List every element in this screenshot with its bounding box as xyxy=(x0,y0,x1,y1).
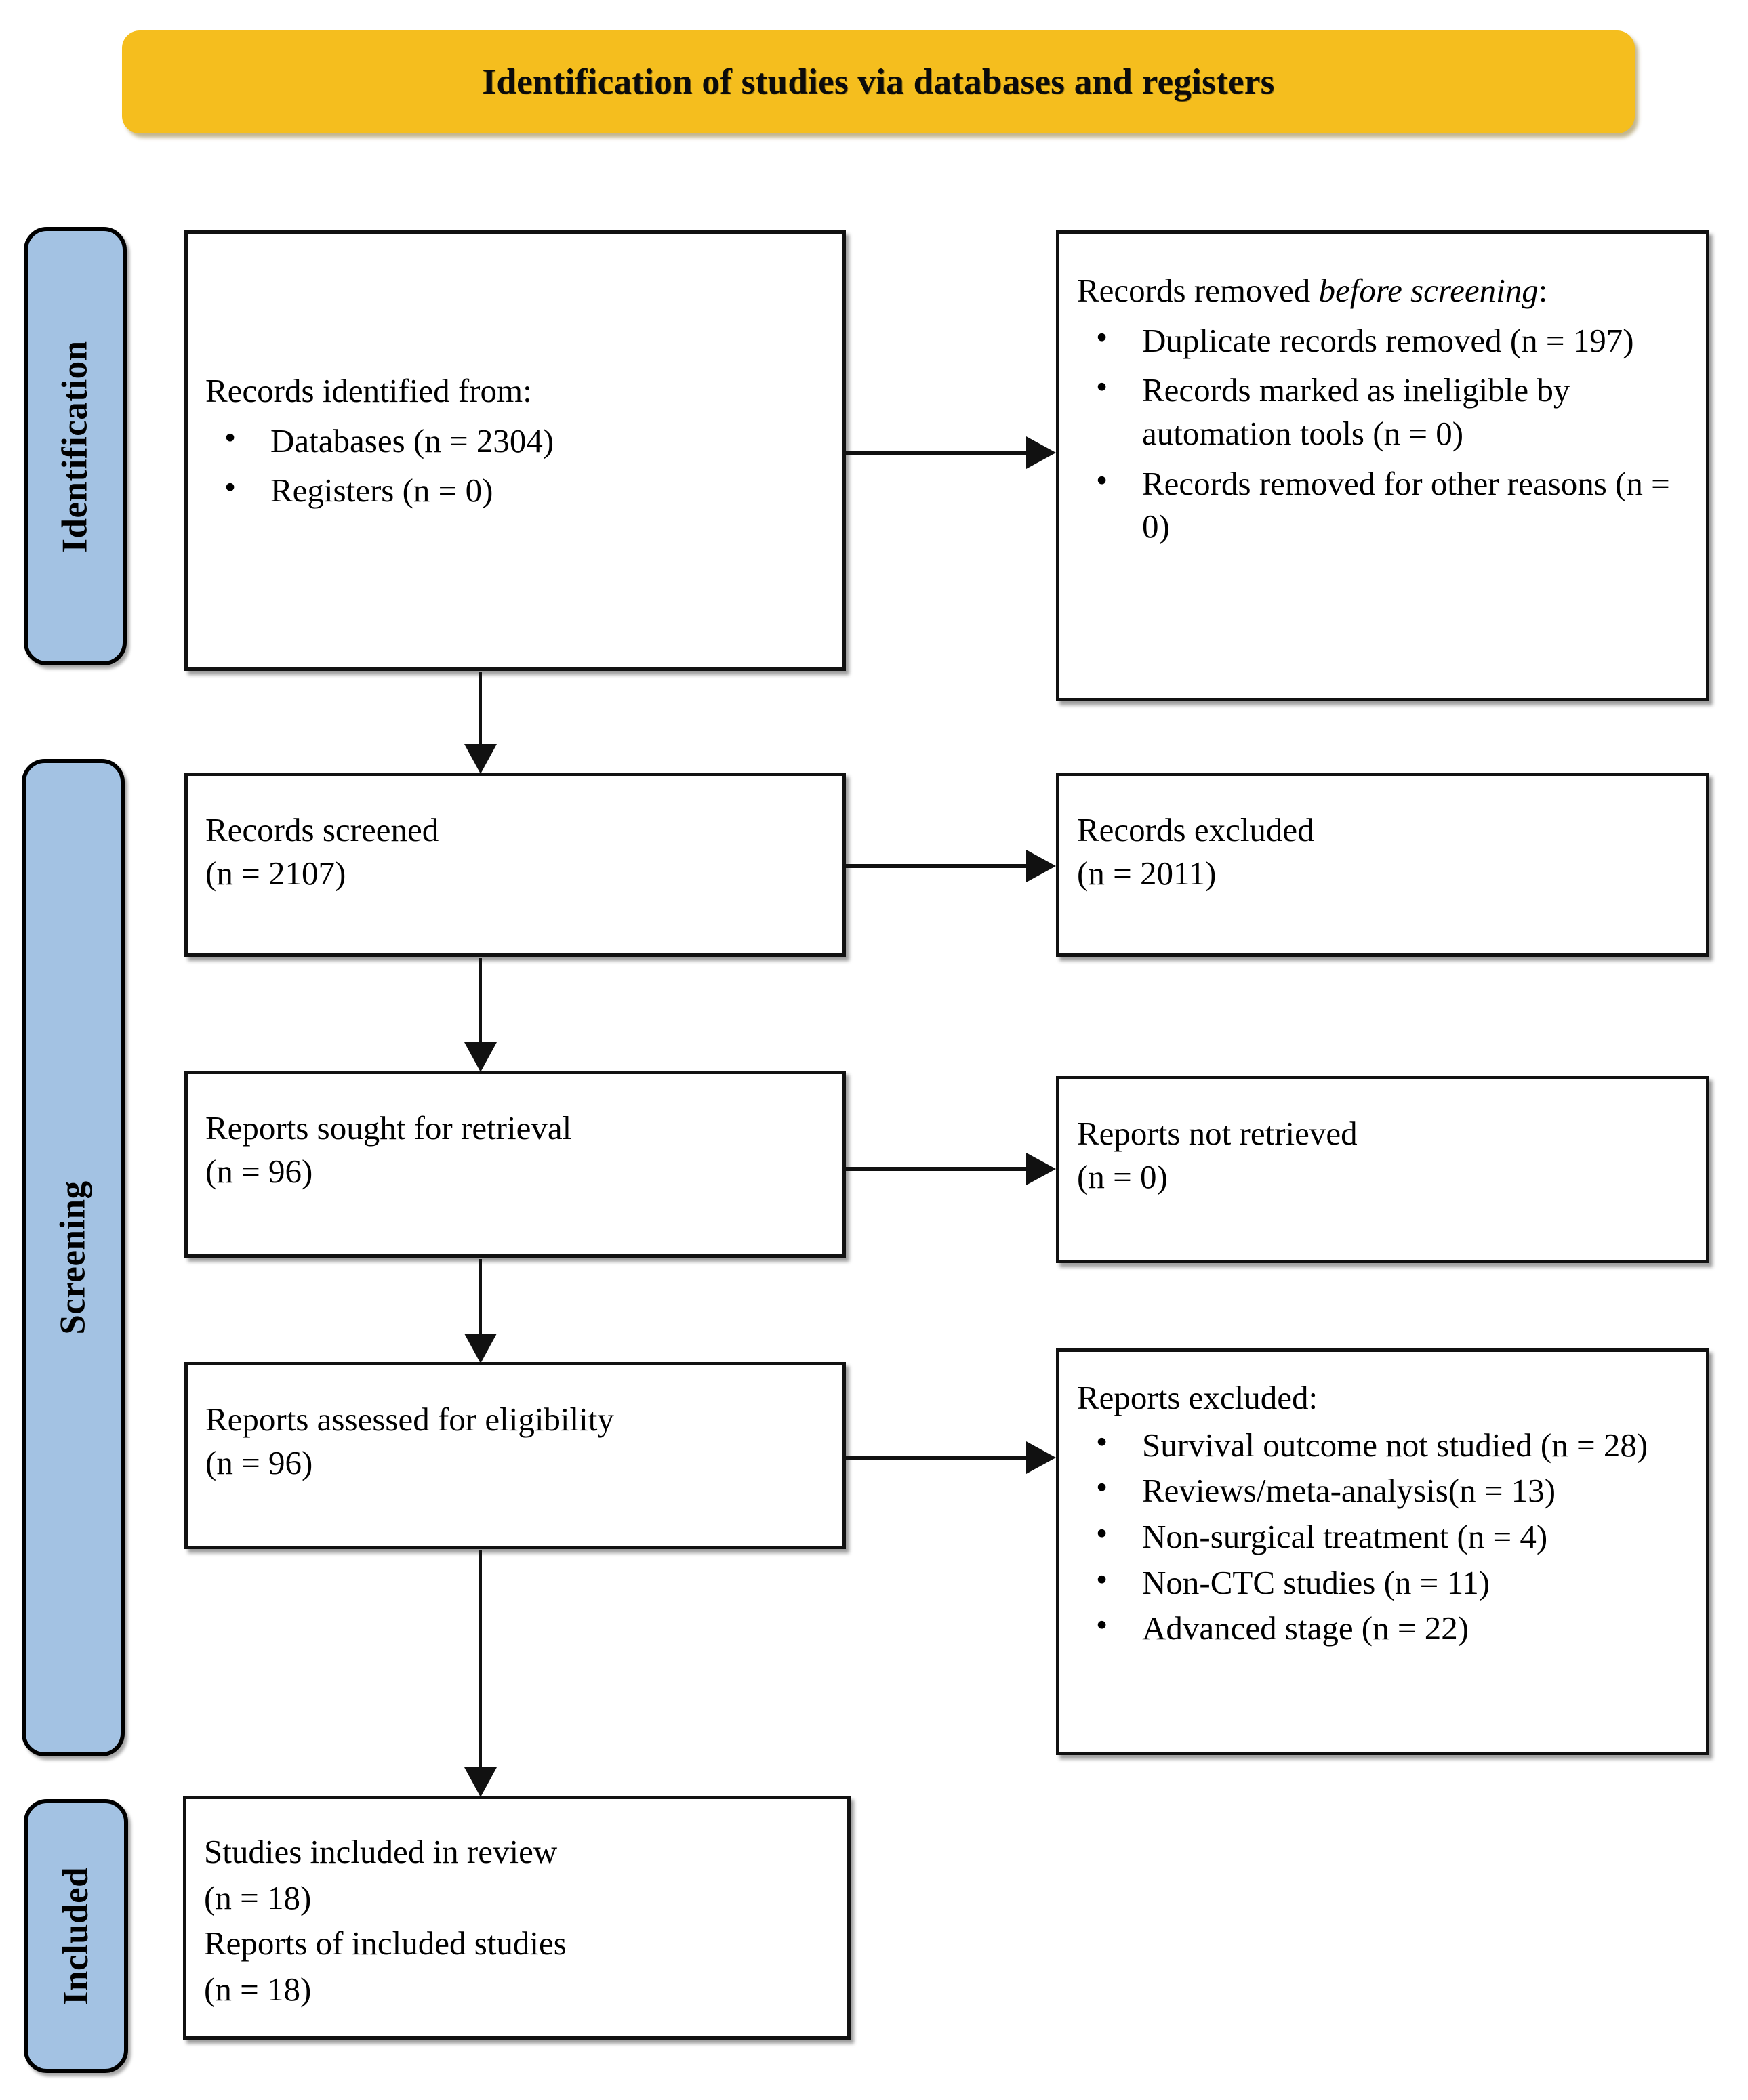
list-item: Advanced stage (n = 22) xyxy=(1077,1603,1688,1650)
box-reports-assessed-for-eligibility: Reports assessed for eligibility (n = 96… xyxy=(184,1362,846,1549)
studies-included-label: Studies included in review xyxy=(204,1833,558,1870)
stage-label-screening-text: Screening xyxy=(54,1180,94,1335)
records-removed-list: Duplicate records removed (n = 197) Reco… xyxy=(1077,316,1688,548)
reports-sought-label: Reports sought for retrieval xyxy=(205,1109,572,1147)
stage-label-included: Included xyxy=(24,1799,128,2073)
box-reports-sought-for-retrieval: Reports sought for retrieval (n = 96) xyxy=(184,1071,846,1258)
list-item: Reviews/meta-analysis(n = 13) xyxy=(1077,1466,1688,1512)
diagram-title-banner: Identification of studies via databases … xyxy=(122,30,1635,133)
stage-label-included-text: Included xyxy=(56,1866,96,2006)
stage-label-identification-text: Identification xyxy=(56,339,96,553)
records-screened-label: Records screened xyxy=(205,811,439,848)
records-identified-header: Records identified from: xyxy=(205,372,532,409)
box-records-identified: Records identified from: Databases (n = … xyxy=(184,230,846,671)
list-item: Records removed for other reasons (n = 0… xyxy=(1077,459,1688,548)
diagram-title-text: Identification of studies via databases … xyxy=(482,62,1275,102)
box-records-removed-before-screening: Records removed before screening: Duplic… xyxy=(1056,230,1709,701)
reports-excluded-header: Reports excluded: xyxy=(1077,1379,1318,1416)
stage-label-screening: Screening xyxy=(22,759,125,1756)
box-records-screened: Records screened (n = 2107) xyxy=(184,773,846,957)
box-studies-included: Studies included in review (n = 18) Repo… xyxy=(183,1796,851,2040)
box-records-excluded: Records excluded (n = 2011) xyxy=(1056,773,1709,957)
records-excluded-count: (n = 2011) xyxy=(1077,854,1217,892)
reports-included-count: (n = 18) xyxy=(204,1971,312,2009)
studies-included-count: (n = 18) xyxy=(204,1878,312,1916)
list-item: Registers (n = 0) xyxy=(205,466,825,512)
records-excluded-label: Records excluded xyxy=(1077,811,1314,848)
reports-excluded-list: Survival outcome not studied (n = 28) Re… xyxy=(1077,1420,1688,1650)
list-item: Databases (n = 2304) xyxy=(205,416,825,463)
stage-label-identification: Identification xyxy=(24,227,127,665)
records-removed-header-post: : xyxy=(1538,272,1548,309)
reports-not-retrieved-count: (n = 0) xyxy=(1077,1157,1168,1195)
reports-included-label: Reports of included studies xyxy=(204,1924,567,1962)
records-identified-list: Databases (n = 2304) Registers (n = 0) xyxy=(205,416,825,512)
records-removed-header: Records removed before screening: xyxy=(1077,269,1688,312)
records-removed-header-emphasis: before screening xyxy=(1318,272,1539,309)
list-item: Duplicate records removed (n = 197) xyxy=(1077,316,1688,363)
reports-assessed-count: (n = 96) xyxy=(205,1443,313,1481)
records-screened-count: (n = 2107) xyxy=(205,854,346,892)
reports-sought-count: (n = 96) xyxy=(205,1152,313,1190)
reports-not-retrieved-label: Reports not retrieved xyxy=(1077,1115,1358,1152)
box-reports-excluded: Reports excluded: Survival outcome not s… xyxy=(1056,1348,1709,1755)
records-removed-header-pre: Records removed xyxy=(1077,272,1319,309)
box-reports-not-retrieved: Reports not retrieved (n = 0) xyxy=(1056,1076,1709,1263)
list-item: Non-CTC studies (n = 11) xyxy=(1077,1558,1688,1605)
reports-assessed-label: Reports assessed for eligibility xyxy=(205,1401,614,1438)
list-item: Survival outcome not studied (n = 28) xyxy=(1077,1420,1688,1467)
list-item: Records marked as ineligible by automati… xyxy=(1077,365,1688,455)
list-item: Non-surgical treatment (n = 4) xyxy=(1077,1512,1688,1559)
